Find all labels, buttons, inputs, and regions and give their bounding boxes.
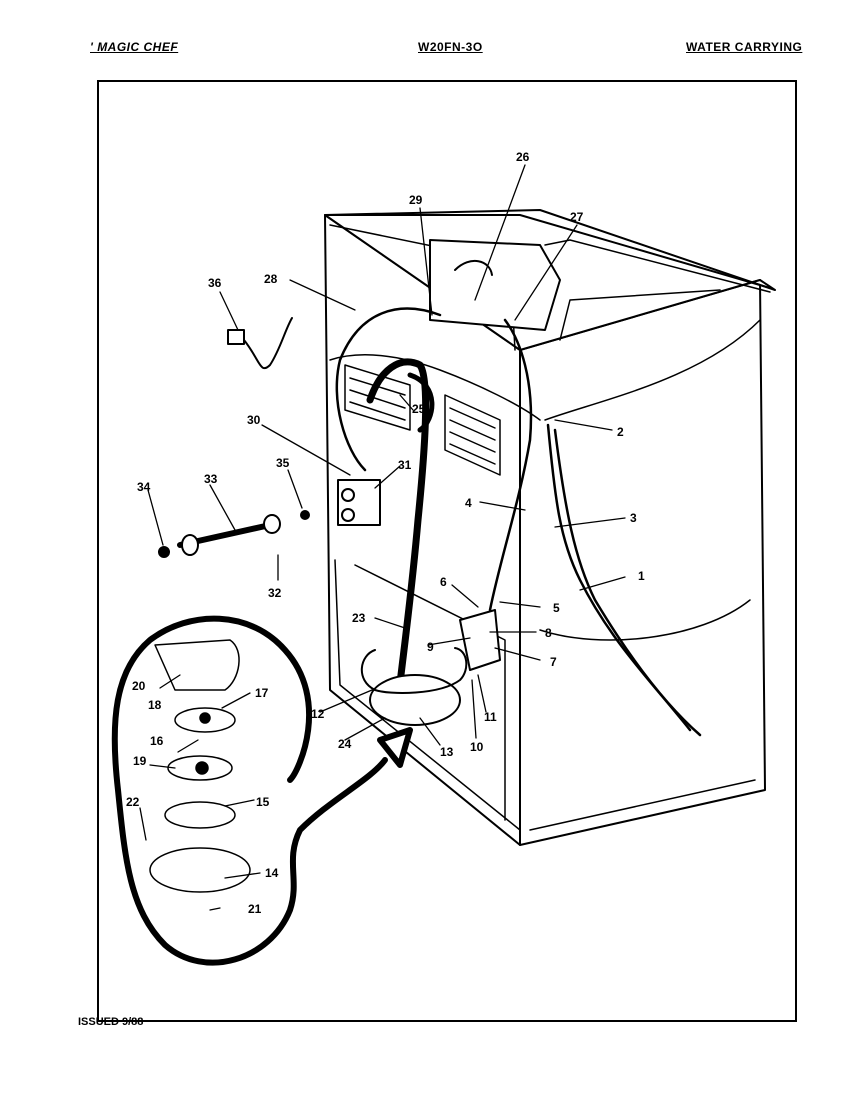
wire-harness: [335, 307, 702, 737]
diagram-frame: [97, 80, 797, 1022]
pump-parts: [149, 639, 251, 893]
leader-lines: [139, 164, 626, 911]
section-title: WATER CARRYING: [686, 40, 803, 54]
callout-10: 10: [470, 740, 484, 754]
callout-1: 1: [638, 569, 645, 583]
callout-12: 12: [311, 707, 325, 721]
callout-6: 6: [440, 575, 447, 589]
pump-assembly: [360, 609, 501, 726]
callout-25: 25: [412, 402, 426, 416]
callout-7: 7: [550, 655, 557, 669]
callout-9: 9: [427, 640, 434, 654]
callout-18: 18: [148, 698, 162, 712]
callout-16: 16: [150, 734, 164, 748]
callout-8: 8: [545, 626, 552, 640]
callout-24: 24: [338, 737, 352, 751]
callout-labels: 1 2 3 4 5 6 7 8 9 10 11 12 13 14 15 16 1…: [126, 150, 645, 916]
issued-date: ISSUED 9/88: [78, 1016, 144, 1028]
callout-3: 3: [630, 511, 637, 525]
callout-15: 15: [256, 795, 270, 809]
callout-28: 28: [264, 272, 278, 286]
callout-19: 19: [133, 754, 147, 768]
inlet-hose: [158, 510, 310, 558]
cord-part: [227, 317, 293, 370]
callout-2: 2: [617, 425, 624, 439]
callout-20: 20: [132, 679, 146, 693]
callout-26: 26: [516, 150, 530, 164]
callout-31: 31: [398, 458, 412, 472]
callout-5: 5: [553, 601, 560, 615]
callout-34: 34: [137, 480, 151, 494]
callout-21: 21: [248, 902, 262, 916]
callout-36: 36: [208, 276, 222, 290]
callout-29: 29: [409, 193, 423, 207]
callout-13: 13: [440, 745, 454, 759]
callout-32: 32: [268, 586, 282, 600]
callout-11: 11: [484, 710, 497, 724]
callout-14: 14: [265, 866, 279, 880]
callout-4: 4: [465, 496, 472, 510]
vent-slots: [344, 364, 501, 476]
exploded-view-callout: [111, 615, 413, 966]
callout-23: 23: [352, 611, 366, 625]
callout-30: 30: [247, 413, 261, 427]
drain-hose: [366, 358, 435, 704]
water-valve: [337, 479, 381, 526]
callout-17: 17: [255, 686, 269, 700]
callout-35: 35: [276, 456, 290, 470]
model-number: W20FN-3O: [418, 40, 483, 54]
control-console: [429, 239, 561, 331]
callout-22: 22: [126, 795, 140, 809]
brand-label: ' MAGIC CHEF: [90, 40, 179, 54]
callout-27: 27: [570, 210, 584, 224]
callout-33: 33: [204, 472, 218, 486]
